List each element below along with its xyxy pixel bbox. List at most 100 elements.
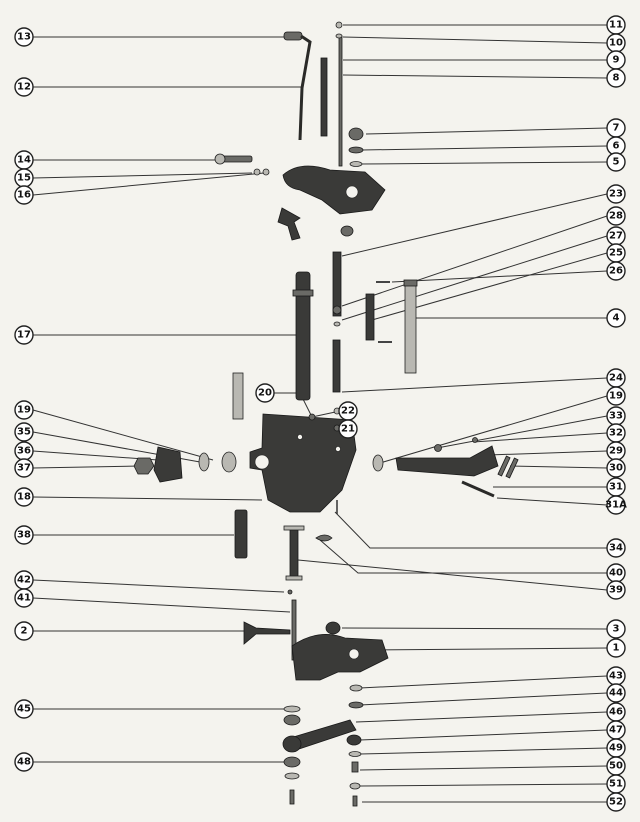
callout-circle <box>14 27 34 47</box>
callout-number: 43 <box>609 671 623 682</box>
parts <box>133 21 519 807</box>
callout-number: 39 <box>609 585 623 596</box>
callout-41: 41 <box>14 588 34 608</box>
callout-11: 11 <box>606 15 626 35</box>
callout-15: 15 <box>14 168 34 188</box>
callout-5: 5 <box>606 152 626 172</box>
callout-circle <box>606 386 626 406</box>
callout-number: 32 <box>609 428 623 439</box>
callout-circle <box>255 383 275 403</box>
callout-18: 18 <box>14 487 34 507</box>
callout-number: 28 <box>609 211 623 222</box>
callout-number: 47 <box>609 725 623 736</box>
callout-circle <box>14 588 34 608</box>
callout-32: 32 <box>606 423 626 443</box>
callout-number: 49 <box>609 743 623 754</box>
callout-circle <box>606 638 626 658</box>
callout-number: 40 <box>609 568 623 579</box>
callout-number: 27 <box>609 231 623 242</box>
callout-number: 31 <box>609 482 623 493</box>
callout-19: 19 <box>606 386 626 406</box>
callout-number: 19 <box>609 391 623 402</box>
pin-39 <box>289 529 299 579</box>
callout-number: 31A <box>605 500 627 511</box>
callout-number: 37 <box>17 463 31 474</box>
rod-8 <box>320 57 328 137</box>
callout-28: 28 <box>606 206 626 226</box>
callout-46: 46 <box>606 702 626 722</box>
callout-circle <box>606 792 626 812</box>
tilt-arm <box>395 445 499 477</box>
callout-circle <box>14 325 34 345</box>
callout-circle <box>338 419 358 439</box>
callout-48: 48 <box>14 752 34 772</box>
callout-number: 13 <box>17 32 31 43</box>
callout-number: 41 <box>17 593 31 604</box>
callout-number: 19 <box>17 405 31 416</box>
callout-43: 43 <box>606 666 626 686</box>
callout-circle <box>14 400 34 420</box>
callout-number: 6 <box>613 141 620 152</box>
callout-number: 22 <box>341 406 355 417</box>
callout-50: 50 <box>606 756 626 776</box>
callout-number: 23 <box>609 189 623 200</box>
callout-23: 23 <box>606 184 626 204</box>
callout-16: 16 <box>14 185 34 205</box>
callout-number: 5 <box>613 157 620 168</box>
callout-22: 22 <box>338 401 358 421</box>
callout-31a: 31A <box>605 495 627 515</box>
callout-number: 8 <box>613 73 620 84</box>
callout-number: 48 <box>17 757 31 768</box>
callout-7: 7 <box>606 118 626 138</box>
callout-34: 34 <box>606 538 626 558</box>
callout-number: 1 <box>613 643 620 654</box>
callout-21: 21 <box>338 419 358 439</box>
callout-39: 39 <box>606 580 626 600</box>
handle-2 <box>243 621 291 645</box>
callout-13: 13 <box>14 27 34 47</box>
callout-circle <box>14 525 34 545</box>
callout-circle <box>14 185 34 205</box>
callout-circle <box>606 184 626 204</box>
callout-labels: 1312141516171935363718384241245481110987… <box>14 15 627 812</box>
callout-25: 25 <box>606 243 626 263</box>
callout-9: 9 <box>606 50 626 70</box>
callout-33: 33 <box>606 406 626 426</box>
callout-17: 17 <box>14 325 34 345</box>
callout-circle <box>14 699 34 719</box>
callout-circle <box>606 458 626 478</box>
clamp-nut-36 <box>153 446 183 483</box>
callout-number: 2 <box>21 626 28 637</box>
callout-number: 10 <box>609 38 623 49</box>
callout-36: 36 <box>14 441 34 461</box>
stud-28 <box>332 251 342 317</box>
callout-number: 15 <box>17 173 31 184</box>
callout-number: 44 <box>609 688 623 699</box>
callout-circle <box>14 77 34 97</box>
callout-14: 14 <box>14 150 34 170</box>
callout-42: 42 <box>14 570 34 590</box>
callout-circle <box>606 206 626 226</box>
upper-swivel-bracket <box>282 165 386 215</box>
callout-37: 37 <box>14 458 34 478</box>
callout-number: 51 <box>609 779 623 790</box>
callout-12: 12 <box>14 77 34 97</box>
lower-swivel-bracket <box>291 634 389 681</box>
callout-29: 29 <box>606 441 626 461</box>
callout-circle <box>606 538 626 558</box>
callout-26: 26 <box>606 261 626 281</box>
callout-number: 12 <box>17 82 31 93</box>
callout-number: 45 <box>17 704 31 715</box>
stud-24 <box>332 339 341 393</box>
callout-31: 31 <box>606 477 626 497</box>
callout-number: 24 <box>609 373 623 384</box>
callout-number: 34 <box>609 543 623 554</box>
callout-number: 35 <box>17 427 31 438</box>
callout-number: 52 <box>609 797 623 808</box>
callout-circle <box>606 495 626 515</box>
callout-circle <box>606 152 626 172</box>
callout-52: 52 <box>606 792 626 812</box>
callout-number: 42 <box>17 575 31 586</box>
callout-circle <box>606 261 626 281</box>
